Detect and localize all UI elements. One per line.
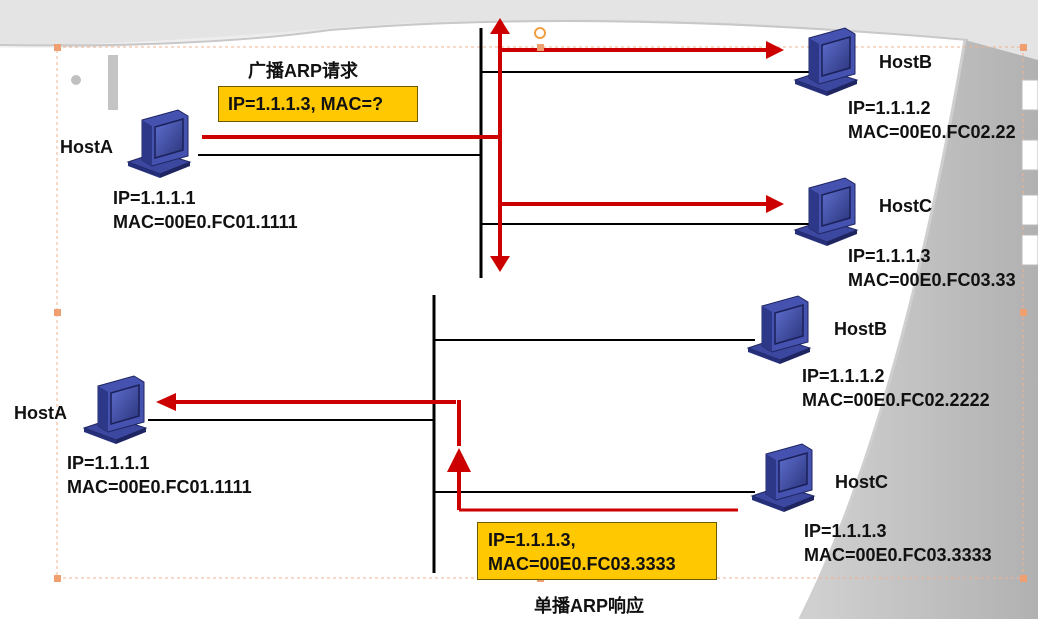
host-a-top-mac: MAC=00E0.FC01.1111 — [113, 212, 298, 232]
host-c-top-ip: IP=1.1.1.3 — [848, 246, 931, 266]
arp-reply-mac: MAC=00E0.FC03.3333 — [488, 554, 676, 574]
host-b-bottom-info: IP=1.1.1.2 MAC=00E0.FC02.2222 — [802, 364, 990, 412]
top-network — [198, 18, 810, 278]
arp-reply-box: IP=1.1.1.3, MAC=00E0.FC03.3333 — [477, 522, 717, 580]
host-a-bottom-mac: MAC=00E0.FC01.1111 — [67, 477, 252, 497]
bottom-network — [148, 295, 755, 573]
host-c-top-info: IP=1.1.1.3 MAC=00E0.FC03.33 — [848, 244, 1016, 292]
selection-handle[interactable] — [54, 575, 61, 582]
host-a-bottom-name: HostA — [14, 403, 67, 423]
selection-handle[interactable] — [537, 44, 544, 51]
host-a-bottom-ip: IP=1.1.1.1 — [67, 453, 150, 473]
selection-handle[interactable] — [54, 44, 61, 51]
host-c-bottom-info: IP=1.1.1.3 MAC=00E0.FC03.3333 — [804, 519, 992, 567]
host-a-bottom-info: IP=1.1.1.1 MAC=00E0.FC01.1111 — [67, 451, 252, 499]
arp-request-box: IP=1.1.1.3, MAC=? — [218, 86, 418, 122]
host-a-top-name: HostA — [60, 137, 113, 157]
arp-reply-ip: IP=1.1.1.3, — [488, 530, 576, 550]
host-c-top-mac: MAC=00E0.FC03.33 — [848, 270, 1016, 290]
selection-handle[interactable] — [1020, 575, 1027, 582]
host-b-top-ip: IP=1.1.1.2 — [848, 98, 931, 118]
host-c-bottom-name: HostC — [835, 472, 888, 492]
host-a-top-info: IP=1.1.1.1 MAC=00E0.FC01.1111 — [113, 186, 298, 234]
selection-handle[interactable] — [54, 309, 61, 316]
host-b-top-info: IP=1.1.1.2 MAC=00E0.FC02.22 — [848, 96, 1016, 144]
broadcast-caption: 广播ARP请求 — [248, 61, 359, 81]
host-b-bottom-mac: MAC=00E0.FC02.2222 — [802, 390, 990, 410]
selection-handle[interactable] — [1020, 309, 1027, 316]
host-b-bottom-ip: IP=1.1.1.2 — [802, 366, 885, 386]
unicast-caption: 单播ARP响应 — [534, 596, 645, 616]
host-c-bottom-mac: MAC=00E0.FC03.3333 — [804, 545, 992, 565]
selection-handle[interactable] — [1020, 44, 1027, 51]
host-b-top-mac: MAC=00E0.FC02.22 — [848, 122, 1016, 142]
host-c-top-name: HostC — [879, 196, 932, 216]
host-a-top-ip: IP=1.1.1.1 — [113, 188, 196, 208]
host-b-bottom-name: HostB — [834, 319, 887, 339]
host-c-bottom-ip: IP=1.1.1.3 — [804, 521, 887, 541]
host-b-top-name: HostB — [879, 52, 932, 72]
